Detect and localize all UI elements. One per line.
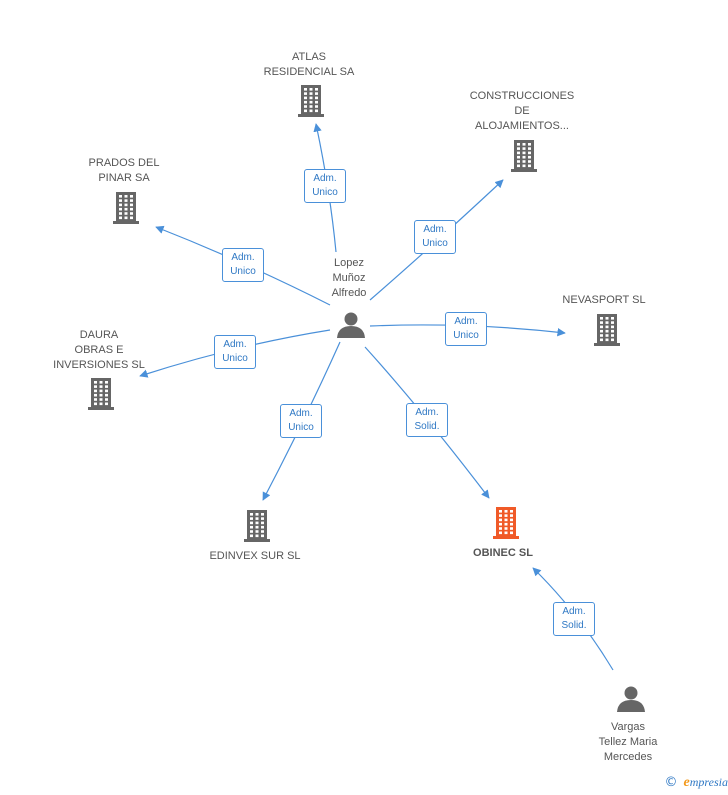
edge-label-lopez-daura[interactable]: Adm. Unico <box>214 335 256 369</box>
edge-label-lopez-edinvex[interactable]: Adm. Unico <box>280 404 322 438</box>
edge-label-type: Solid. <box>561 620 587 631</box>
node-label-edinvex[interactable]: EDINVEX SUR SL <box>209 550 301 562</box>
node-label-atlas[interactable]: ATLAS RESIDENCIAL SA <box>263 51 355 78</box>
building-icon-construcciones[interactable] <box>511 140 537 172</box>
brand-logo-text: mpresia <box>689 775 728 789</box>
node-label-prados[interactable]: PRADOS DEL PINAR SA <box>88 157 160 184</box>
building-icon-edinvex[interactable] <box>244 510 270 542</box>
edge-label-type: Unico <box>222 353 248 364</box>
edge-label-lopez-prados[interactable]: Adm. Unico <box>222 248 264 282</box>
edge-label-lopez-construcciones[interactable]: Adm. Unico <box>414 220 456 254</box>
edge-label-lopez-obinec[interactable]: Adm. Solid. <box>406 403 448 437</box>
edge-label-type: Unico <box>312 187 338 198</box>
edge-label-type: Solid. <box>414 421 440 432</box>
node-label-nevasport[interactable]: NEVASPORT SL <box>562 294 646 306</box>
building-icon-atlas[interactable] <box>298 85 324 117</box>
edge-label-role: Adm. <box>562 606 586 617</box>
edge-label-role: Adm. <box>313 173 337 184</box>
edge-label-role: Adm. <box>415 407 439 418</box>
person-icon-lopez[interactable] <box>337 312 365 339</box>
edge-label-role: Adm. <box>423 224 447 235</box>
edge-label-type: Unico <box>288 422 314 433</box>
building-icon-nevasport[interactable] <box>594 314 620 346</box>
building-icon-prados[interactable] <box>113 192 139 224</box>
node-label-lopez[interactable]: Lopez Muñoz Alfredo <box>331 257 367 299</box>
edge-label-role: Adm. <box>223 339 247 350</box>
building-icon-obinec[interactable] <box>493 507 519 539</box>
footer-brand: © empresia <box>665 775 728 791</box>
node-label-daura[interactable]: DAURA OBRAS E INVERSIONES SL <box>53 329 145 371</box>
person-icon-vargas[interactable] <box>617 686 645 713</box>
edge-label-lopez-atlas[interactable]: Adm. Unico <box>304 169 346 203</box>
edge-label-type: Unico <box>453 330 479 341</box>
edge-label-role: Adm. <box>289 408 313 419</box>
edge-label-lopez-nevasport[interactable]: Adm. Unico <box>445 312 487 346</box>
edge-label-type: Unico <box>230 266 256 277</box>
brand-logo-initial: e <box>683 775 690 790</box>
edge-label-vargas-obinec[interactable]: Adm. Solid. <box>553 602 595 636</box>
edge-label-role: Adm. <box>454 316 478 327</box>
building-icon-daura[interactable] <box>88 378 114 410</box>
copyright-symbol: © <box>664 775 678 790</box>
node-label-obinec[interactable]: OBINEC SL <box>473 547 533 559</box>
edge-label-type: Unico <box>422 238 448 249</box>
node-label-construcciones[interactable]: CONSTRUCCIONES DE ALOJAMIENTOS... <box>469 90 575 132</box>
node-label-vargas[interactable]: Vargas Tellez Maria Mercedes <box>598 721 658 763</box>
edge-label-role: Adm. <box>231 252 255 263</box>
